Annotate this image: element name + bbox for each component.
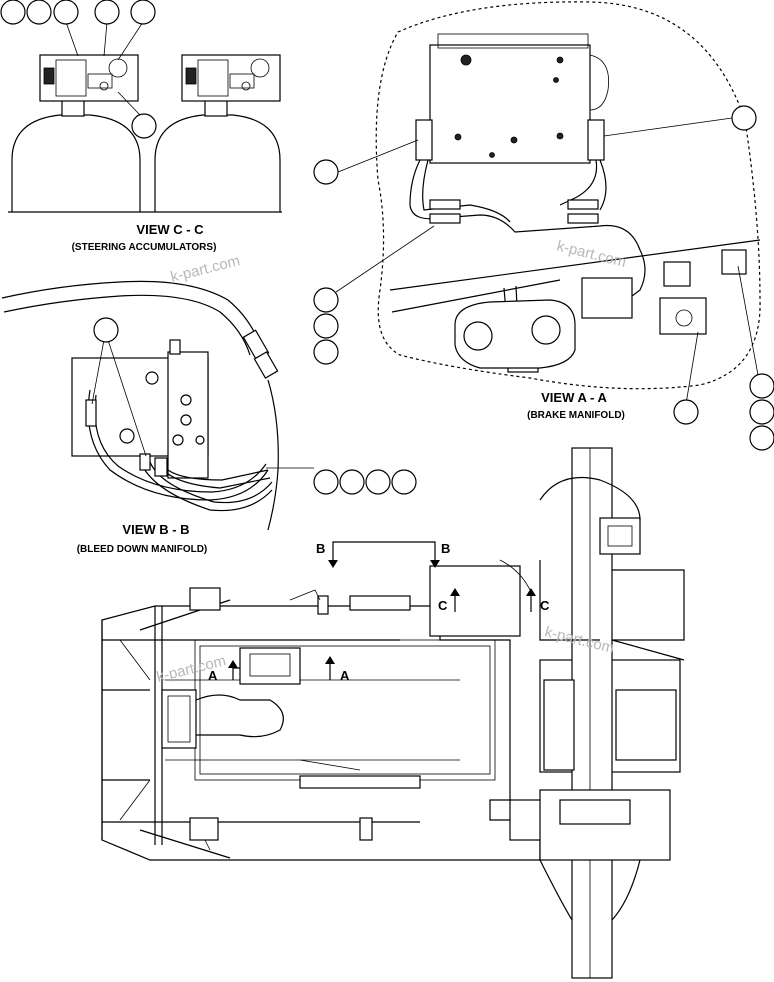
section-label-a: A: [208, 668, 218, 683]
right-accumulator-neck: [204, 99, 228, 117]
view-c-steering-accumulators: VIEW C - C (STEERING ACCUMULATORS): [0, 0, 282, 253]
left-accumulator-valve-block: [39, 54, 139, 102]
callout-bubble[interactable]: [313, 313, 339, 339]
callout-bubble[interactable]: [130, 0, 156, 25]
view-b-bleed-down-manifold: VIEW B - B (BLEED DOWN MANIFOLD): [1, 280, 417, 555]
callout-bubble[interactable]: [313, 339, 339, 365]
section-marker-a: A A: [208, 656, 350, 683]
view-a-dashed-boundary: [375, 1, 761, 390]
section-label-c: C: [438, 598, 448, 613]
left-accumulator-tank: [11, 114, 141, 212]
right-accumulator-tank: [154, 114, 281, 212]
view-c-title: VIEW C - C: [136, 222, 204, 237]
callout-bubble[interactable]: [749, 373, 774, 399]
callout-bubble[interactable]: [749, 425, 774, 451]
view-b-subtitle: (BLEED DOWN MANIFOLD): [77, 544, 208, 555]
callout-bubble[interactable]: [673, 399, 699, 425]
callout-bubble[interactable]: [313, 469, 339, 495]
section-label-a: A: [340, 668, 350, 683]
brake-manifold-block: [429, 44, 591, 164]
callout-bubble[interactable]: [313, 159, 339, 185]
callout-bubble[interactable]: [53, 0, 79, 25]
callout-bubble[interactable]: [26, 0, 52, 25]
callout-bubble[interactable]: [731, 105, 757, 131]
callout-bubble[interactable]: [0, 0, 26, 25]
callout-bubble[interactable]: [391, 469, 417, 495]
view-c-subtitle: (STEERING ACCUMULATORS): [72, 242, 217, 253]
main-chassis-view: B B A A C C: [101, 447, 685, 979]
section-label-b: B: [316, 541, 325, 556]
callout-bubble[interactable]: [339, 469, 365, 495]
callout-bubble[interactable]: [313, 287, 339, 313]
callout-bubble[interactable]: [365, 469, 391, 495]
section-marker-b: B B: [316, 541, 450, 568]
section-marker-c: C C: [438, 588, 550, 613]
callout-bubble[interactable]: [93, 317, 119, 343]
section-label-b: B: [441, 541, 450, 556]
callout-bubble[interactable]: [749, 399, 774, 425]
right-accumulator-valve-block: [181, 54, 281, 102]
view-a-title: VIEW A - A: [541, 390, 607, 405]
left-accumulator-neck: [61, 99, 85, 117]
view-a-brake-manifold: VIEW A - A (BRAKE MANIFOLD): [313, 1, 774, 451]
section-box: [429, 565, 521, 637]
view-a-subtitle: (BRAKE MANIFOLD): [527, 410, 625, 421]
watermark-text: k-part.com: [169, 252, 242, 286]
callout-bubble[interactable]: [131, 113, 157, 139]
view-b-title: VIEW B - B: [122, 522, 189, 537]
section-label-c: C: [540, 598, 550, 613]
callout-bubble[interactable]: [94, 0, 120, 25]
